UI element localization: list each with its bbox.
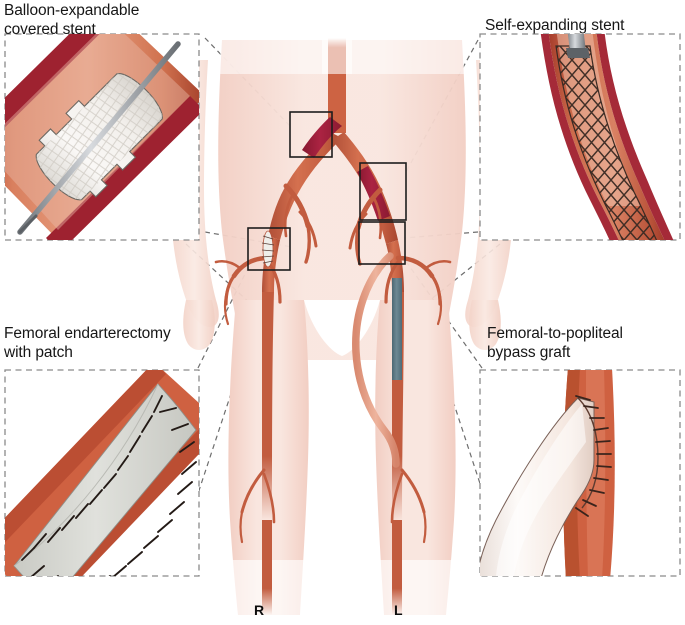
- right-hand-silhouette: [183, 300, 215, 350]
- panel-label-self-expanding-stent: Self-expanding stent: [485, 17, 625, 34]
- inset-tl-guidewire-tip: [18, 214, 38, 234]
- right-popliteal: [262, 520, 272, 615]
- side-marker-right: R: [254, 602, 265, 618]
- inset-tr-stent-outline: [555, 45, 658, 240]
- panel-label-balloon-expandable-covered-stent: Balloon-expandable covered stent: [4, 2, 140, 38]
- inset-tr-vessel-wall-right: [596, 34, 674, 240]
- inset-balloon-expandable-covered-stent: [4, 33, 200, 241]
- inset-femoral-endarterectomy-with-patch: [4, 369, 200, 577]
- inset-tr-delivery-catheter: [567, 34, 586, 52]
- panel-label-femoral-to-popliteal-bypass-graft: Femoral-to-popliteal bypass graft: [487, 325, 623, 361]
- inset-br-sutures: [575, 395, 612, 517]
- leader-line-bottom-left-lower: [197, 265, 250, 369]
- panel-label-femoral-endarterectomy-with-patch: Femoral endarterectomy with patch: [4, 325, 171, 361]
- leg-fade-bottom: [210, 560, 475, 625]
- left-popliteal: [392, 520, 402, 615]
- side-marker-left: L: [394, 602, 403, 618]
- right-superficial-femoral: [262, 292, 274, 520]
- inset-br-anastomosis-line: [577, 397, 599, 509]
- inset-tl-guidewire: [17, 41, 181, 235]
- inset-tr-catheter-tip-marker: [566, 48, 590, 58]
- femoro-popliteal-bypass-graft: [352, 252, 400, 468]
- callout-left-iliac-lesion: [359, 162, 407, 221]
- left-hand-silhouette: [469, 300, 501, 350]
- callout-right-femoral-patch: [247, 227, 291, 271]
- inset-tr-vessel-wall-left: [540, 34, 619, 240]
- right-femoral-patch-marker: [261, 230, 275, 268]
- callout-boxes: [247, 111, 407, 271]
- inset-bl-patch-curve-top: [13, 383, 159, 567]
- aorta-top-fade: [322, 34, 352, 74]
- callout-left-femoral-bypass: [358, 221, 406, 265]
- inset-bl-vessel-shade-top: [5, 370, 166, 543]
- inset-br-graft-highlight: [496, 404, 586, 576]
- inset-bl-sutures: [21, 395, 197, 576]
- inset-femoral-to-popliteal-bypass-graft: [479, 369, 681, 577]
- left-femoral-occluded-segment: [392, 278, 402, 380]
- torso-silhouette: [218, 40, 466, 360]
- callout-aorto-iliac-lesion: [289, 111, 333, 158]
- inset-self-expanding-stent: [479, 33, 681, 241]
- inset-tl-vessel-wall-upper: [5, 34, 100, 128]
- right-distal-branches: [239, 468, 276, 544]
- right-internal-iliac-branches: [283, 183, 318, 264]
- left-distal-branches: [390, 468, 427, 544]
- inset-tr-stent-mesh: [556, 46, 657, 240]
